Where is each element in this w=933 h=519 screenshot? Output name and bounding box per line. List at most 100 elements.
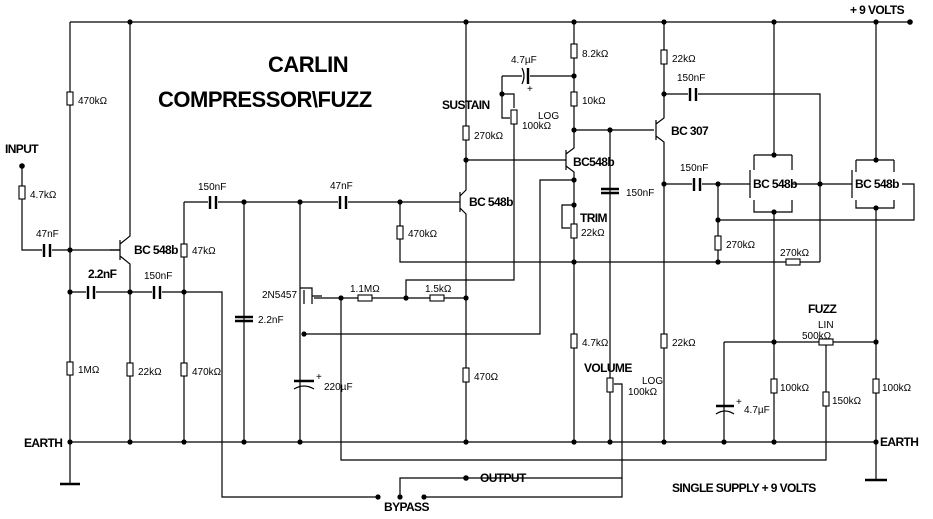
volume-taper: LOG [642,376,663,387]
resistor-270k-c [785,258,801,266]
q6-label: BC 548b [855,177,899,191]
q3-label: BC548b [573,155,614,169]
label-c-220u: 220µF [324,382,353,393]
resistor-22k-a [126,362,134,377]
label-c-150n-b: 150nF [198,182,226,193]
label-r-1m: 1MΩ [78,365,100,376]
sustain-taper: LOG [538,111,559,122]
resistor-470 [462,367,470,383]
supply-rail [70,19,913,25]
resistor-1m [66,361,74,376]
resistor-1k5 [429,294,445,302]
bypass-switch[interactable] [375,477,623,500]
label-r-4k7-b: 4.7kΩ [582,338,609,349]
earth-label-right: EARTH [880,435,918,449]
label-r-47k: 47kΩ [192,246,216,257]
filter-network [184,196,820,445]
label-c-150n-e: 150nF [680,163,708,174]
input-resistor [18,185,26,200]
transistor-pair-q5 [714,19,915,442]
fuzz-label: FUZZ [808,302,837,316]
transistor-q3 [561,19,654,445]
label-c-4u7-a: 4.7µF [511,55,537,66]
svg-text:+: + [316,372,322,383]
transistor-q1 [70,22,378,498]
transistor-q4 [655,19,821,445]
fet-label: 2N5457 [262,290,297,301]
label-c-in: 47nF [36,229,59,240]
label-r-100k-b: 100kΩ [882,383,912,394]
q2-label: BC 548b [469,195,513,209]
input-label: INPUT [5,142,39,156]
sustain-label: SUSTAIN [442,98,490,112]
label-r-in: 4.7kΩ [30,190,57,201]
fuzz-taper: LIN [818,320,834,331]
label-r-470: 470Ω [474,372,499,383]
volume-pot[interactable] [466,377,623,479]
label-r-1k5: 1.5kΩ [425,284,452,295]
bias-resistor-470k [66,91,74,106]
label-c-150n-a: 150nF [144,271,172,282]
label-c-2n2-b: 2.2nF [258,315,284,326]
label-r-22k-c: 22kΩ [672,338,696,349]
label-r-470k-c: 470kΩ [408,229,438,240]
q1-label: BC 548b [134,243,178,257]
label-r-270k-b: 270kΩ [726,240,756,251]
resistor-270k-a [462,125,470,141]
footer-label: SINGLE SUPPLY + 9 VOLTS [672,481,816,495]
resistor-270k-b [714,235,722,251]
resistor-150k [822,391,830,407]
output-terminal[interactable] [463,475,469,481]
title-line1: CARLIN [268,52,348,77]
label-r-bias1: 470kΩ [78,96,108,107]
resistor-10k [570,91,578,107]
fet-2n5457: + [293,118,827,461]
q5-label: BC 548b [753,177,797,191]
resistor-470k-b [180,362,188,377]
fuzz-pot[interactable] [818,338,834,346]
resistor-100k-b [872,378,880,394]
input-section [18,19,133,445]
supply-label: + 9 VOLTS [850,3,905,17]
resistor-470k-c [396,225,404,240]
output-label: OUTPUT [480,471,527,485]
volume-label: VOLUME [584,361,632,375]
label-c-4u7-b: 4.7µF [744,405,770,416]
label-r-22k-a: 22kΩ [138,367,162,378]
label-r-100k-a: 100kΩ [780,383,810,394]
supply-terminal [907,19,913,25]
q4-label: BC 307 [671,124,709,138]
label-c-2n2-a: 2.2nF [88,267,117,281]
label-r-470k-b: 470kΩ [192,367,222,378]
label-r-270k-a: 270kΩ [474,131,504,142]
label-r-22k-b: 22kΩ [672,54,696,65]
resistor-4k7-b [570,333,578,349]
sustain-value: 100kΩ [522,121,552,132]
label-r-10k: 10kΩ [582,96,606,107]
sustain-pot[interactable]: + [499,67,574,125]
label-r-8k2: 8.2kΩ [582,49,609,60]
transistor-q2 [459,19,566,445]
resistor-22k-b [660,49,668,65]
fuzz-network: + [715,339,880,445]
fuzz-value: 500kΩ [802,331,832,342]
earth-rail [60,441,887,486]
volume-value: 100kΩ [628,387,658,398]
resistor-8k2 [570,43,578,59]
label-r-150k: 150kΩ [832,396,862,407]
label-r-1m1: 1.1MΩ [350,284,380,295]
title-line2: COMPRESSOR\FUZZ [158,87,372,112]
trim-label: TRIM [580,211,608,225]
resistor-1m1 [357,294,373,302]
label-c-150n-c: 150nF [626,188,654,199]
transistor-pair-q6 [838,19,895,442]
label-c-150n-d: 150nF [677,73,705,84]
trim-value: 22kΩ [581,228,605,239]
trim-pot[interactable] [570,223,578,239]
bypass-label: BYPASS [384,500,429,514]
svg-text:+: + [736,397,742,408]
resistor-100k-a [770,378,778,394]
resistor-47k [180,243,188,258]
resistor-22k-c [660,333,668,349]
